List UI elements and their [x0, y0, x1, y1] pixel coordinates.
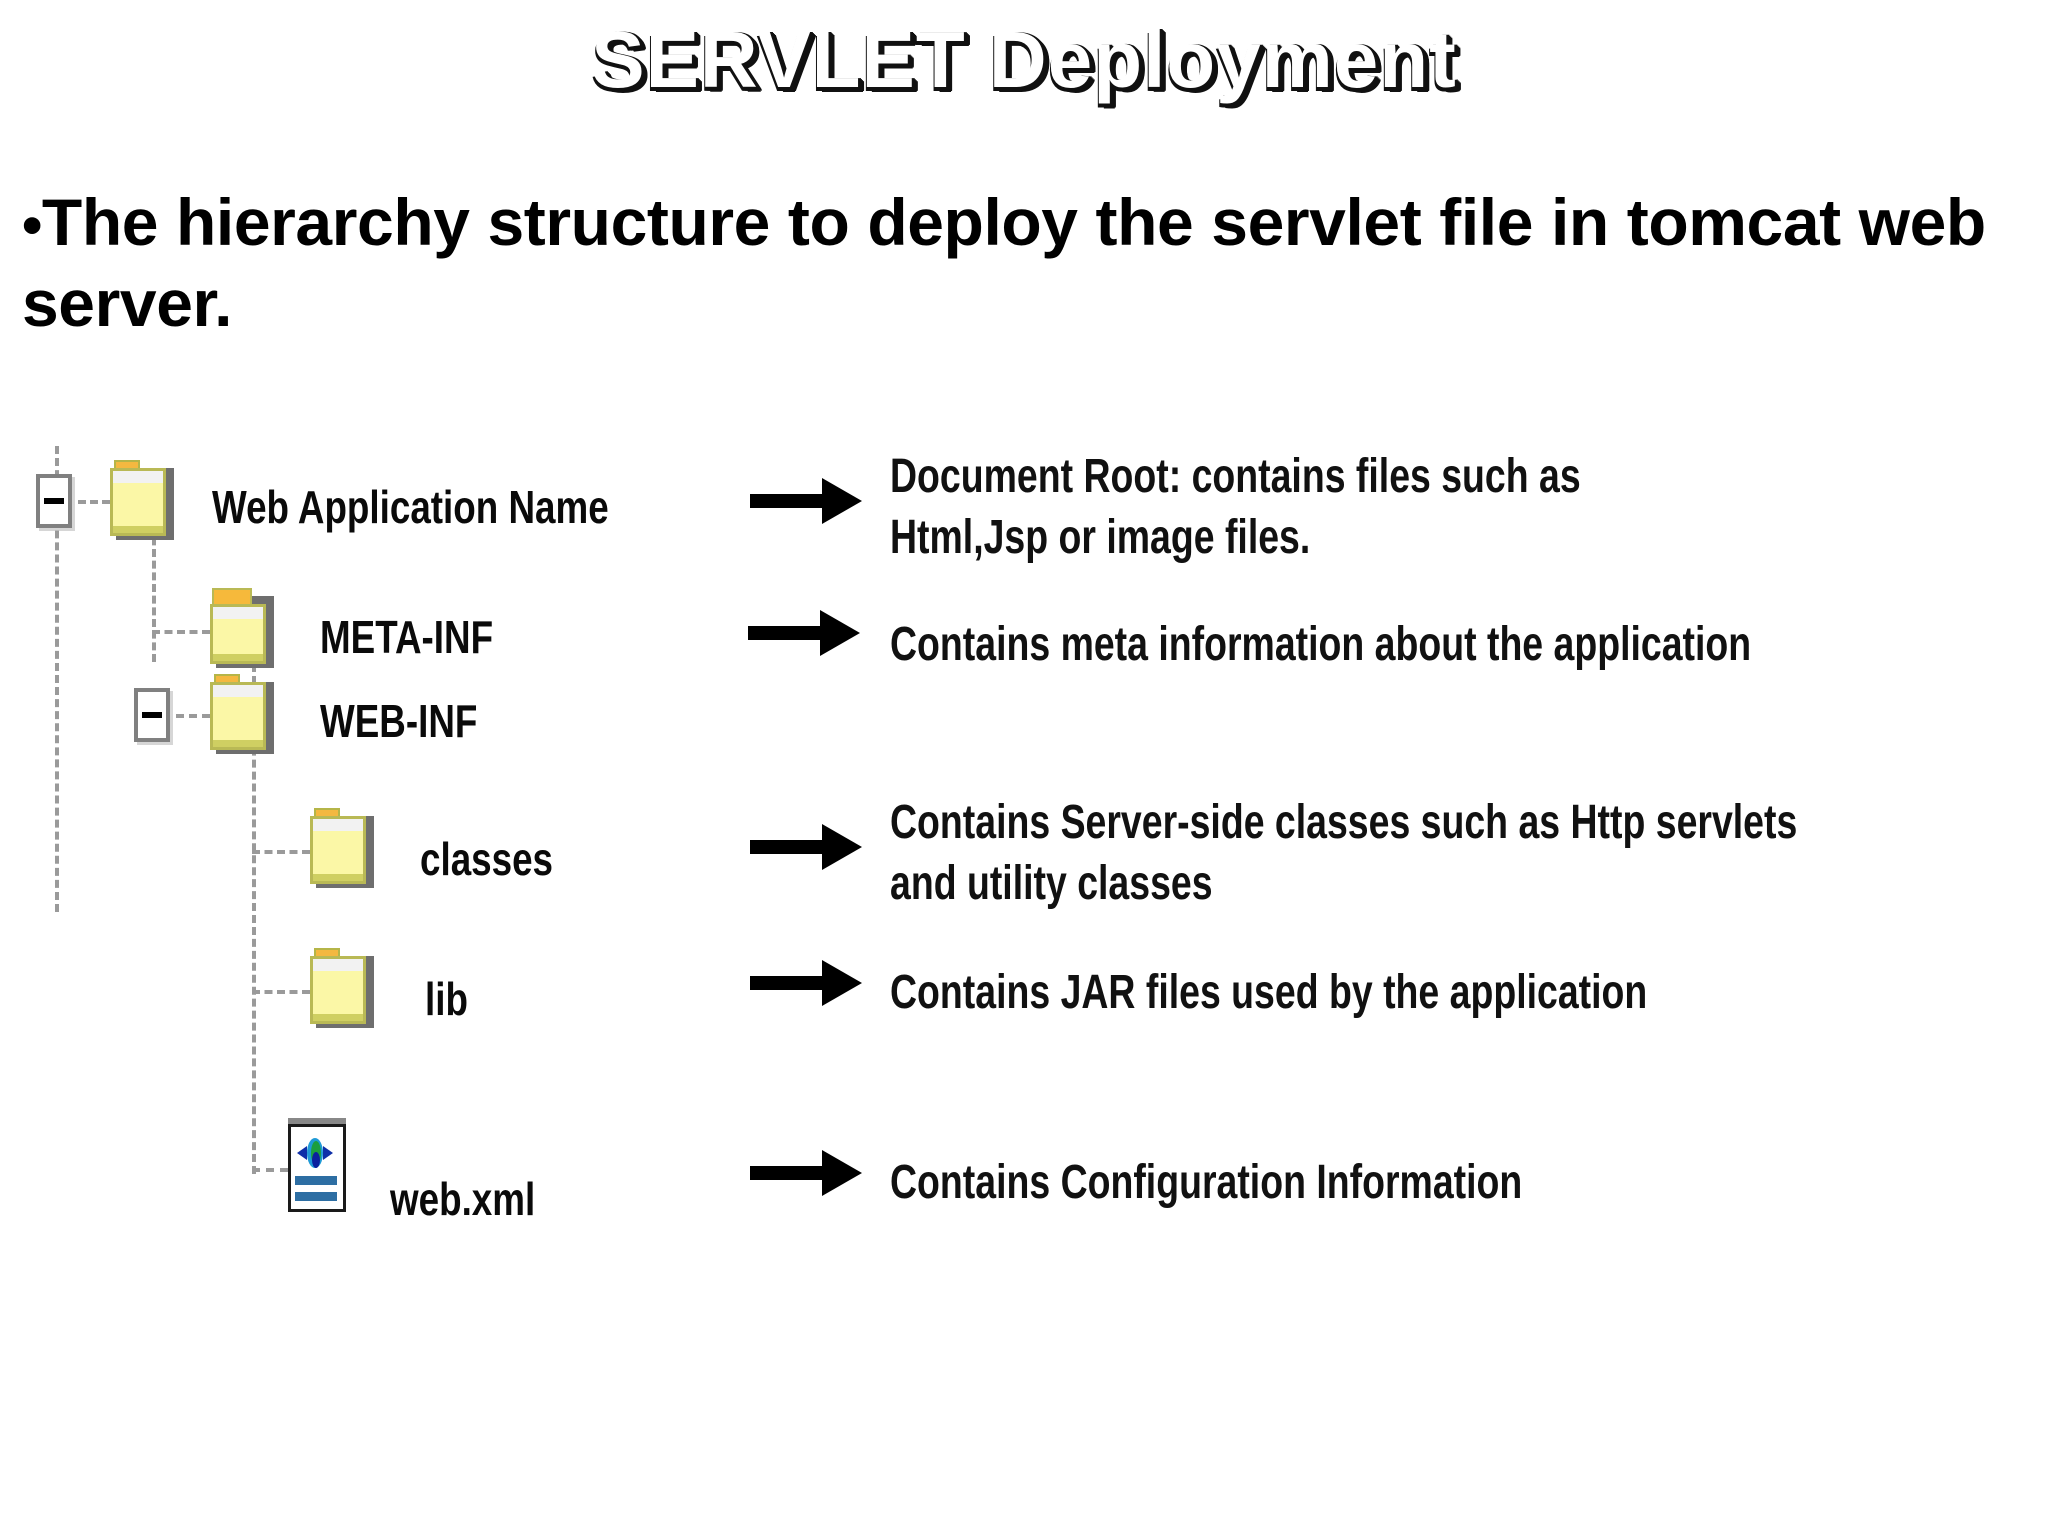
tree-connector-web-application-name: [78, 500, 110, 504]
page-title: SERVLET Deployment: [591, 15, 1457, 104]
expander-web-inf[interactable]: [134, 688, 170, 742]
folder-open-icon-meta-inf[interactable]: [210, 588, 274, 668]
description-lib: Contains JAR files used by the applicati…: [890, 962, 1647, 1023]
description-classes: Contains Server-side classes such as Htt…: [890, 792, 1797, 915]
arrow-to-description-lib: [750, 960, 862, 1006]
bullet-marker: •: [22, 193, 42, 258]
description-line: Contains meta information about the appl…: [890, 618, 1752, 671]
folder-closed-icon-lib[interactable]: [310, 948, 374, 1028]
description-web-application-name: Document Root: contains files such as Ht…: [890, 446, 1581, 569]
tree-connector-web-inf: [176, 714, 210, 718]
folder-closed-icon-web-inf[interactable]: [210, 674, 274, 754]
arrow-to-description-classes: [750, 824, 862, 870]
description-line: Document Root: contains files such as: [890, 450, 1581, 503]
tree-node-label-meta-inf[interactable]: META-INF: [320, 611, 494, 663]
expander-web-application-name[interactable]: [36, 474, 72, 528]
xml-document-icon-web-xml[interactable]: [288, 1118, 354, 1218]
tree-connector-meta-inf: [152, 630, 210, 634]
description-line: Contains Configuration Information: [890, 1156, 1523, 1209]
description-line: Html,Jsp or image files.: [890, 511, 1311, 565]
description-line: Contains JAR files used by the applicati…: [890, 966, 1648, 1019]
folder-closed-icon-web-application-name[interactable]: [110, 460, 174, 540]
folder-closed-icon-classes[interactable]: [310, 808, 374, 888]
tree-connector-lib: [252, 990, 310, 994]
description-meta-inf: Contains meta information about the appl…: [890, 614, 1751, 675]
arrow-to-description-web-application-name: [750, 478, 862, 524]
tree-connector-web-xml: [252, 1168, 288, 1172]
tree-node-label-lib[interactable]: lib: [425, 973, 468, 1025]
tree-line-root-trunk: [55, 446, 59, 912]
description-line: and utility classes: [890, 857, 1213, 911]
description-web-xml: Contains Configuration Information: [890, 1152, 1522, 1213]
deployment-hierarchy-diagram: Web Application Name Document Root: cont…: [0, 446, 2048, 1462]
arrow-to-description-web-xml: [750, 1150, 862, 1196]
tree-node-label-web-xml[interactable]: web.xml: [390, 1173, 536, 1225]
tree-line-level1-trunk: [152, 514, 156, 662]
bullet-text: The hierarchy structure to deploy the se…: [22, 185, 1986, 340]
tree-connector-classes: [252, 850, 310, 854]
description-line: Contains Server-side classes such as Htt…: [890, 796, 1798, 849]
tree-node-label-classes[interactable]: classes: [420, 833, 554, 885]
tree-node-label-web-inf[interactable]: WEB-INF: [320, 695, 478, 747]
bullet-paragraph: •The hierarchy structure to deploy the s…: [22, 182, 2032, 343]
tree-line-level2-trunk: [252, 664, 256, 1174]
arrow-to-description-meta-inf: [748, 610, 860, 656]
tree-node-label-web-application-name[interactable]: Web Application Name: [212, 481, 609, 533]
